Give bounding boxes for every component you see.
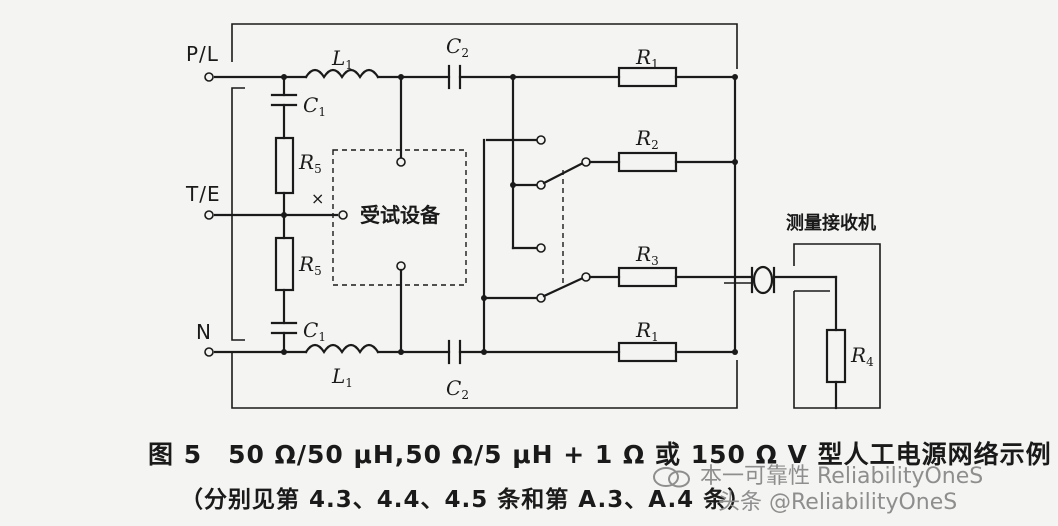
disconnect-mark: × [311,189,326,208]
eut-label: 受试设备 [360,203,440,227]
inductor-l1-top [304,68,380,80]
top-shield-bracket [231,23,738,69]
resistor-r2 [617,151,678,173]
label-r5-top: R5 [299,150,322,176]
label-r1-bottom: R1 [636,318,659,344]
resistor-r1-bottom [617,341,678,363]
resistor-r5-bottom [274,236,295,292]
terminal-n [204,347,214,357]
switch-network [481,75,754,354]
resistor-r1-top [617,66,678,88]
label-l1-top: L1 [332,46,353,72]
wechat-watermark-icon [653,467,690,488]
figure-caption-line1: 图 5 50 Ω/50 μH,50 Ω/5 μH + 1 Ω 或 150 Ω V… [148,440,1052,469]
label-c2-top: C2 [446,34,469,60]
neutral-line [213,339,737,365]
coax-connector [724,265,838,295]
label-l1-bottom: L1 [332,364,353,390]
label-n: N [196,320,212,344]
receiver-label: 测量接收机 [786,213,876,234]
watermark-line1: 本一可靠性 ReliabilityOneS [700,464,984,489]
inductor-l1-bottom [304,343,380,355]
resistor-r4 [825,328,847,384]
figure-caption-line2: （分别见第 4.3、4.4、4.5 条和第 A.3、A.4 条） [180,487,752,513]
label-r1-top: R1 [636,45,659,71]
label-r2: R2 [636,126,659,152]
eut-box [332,149,467,286]
phase-line [213,64,737,90]
label-pl: P/L [186,42,219,66]
label-c1-top: C1 [303,93,326,119]
watermark-line2: 头条 @ReliabilityOneS [718,490,958,515]
resistor-r5-top [274,136,295,195]
receiver-box [793,243,881,410]
resistor-r3 [617,266,678,288]
label-r3: R3 [636,242,659,268]
label-r5-bottom: R5 [299,252,322,278]
label-r4: R4 [851,343,874,369]
label-c2-bottom: C2 [446,376,469,402]
terminal-pl [204,72,214,82]
terminal-te [204,210,214,220]
label-te: T/E [186,182,221,206]
label-c1-bottom: C1 [303,318,326,344]
bottom-shield-bracket [231,352,738,409]
